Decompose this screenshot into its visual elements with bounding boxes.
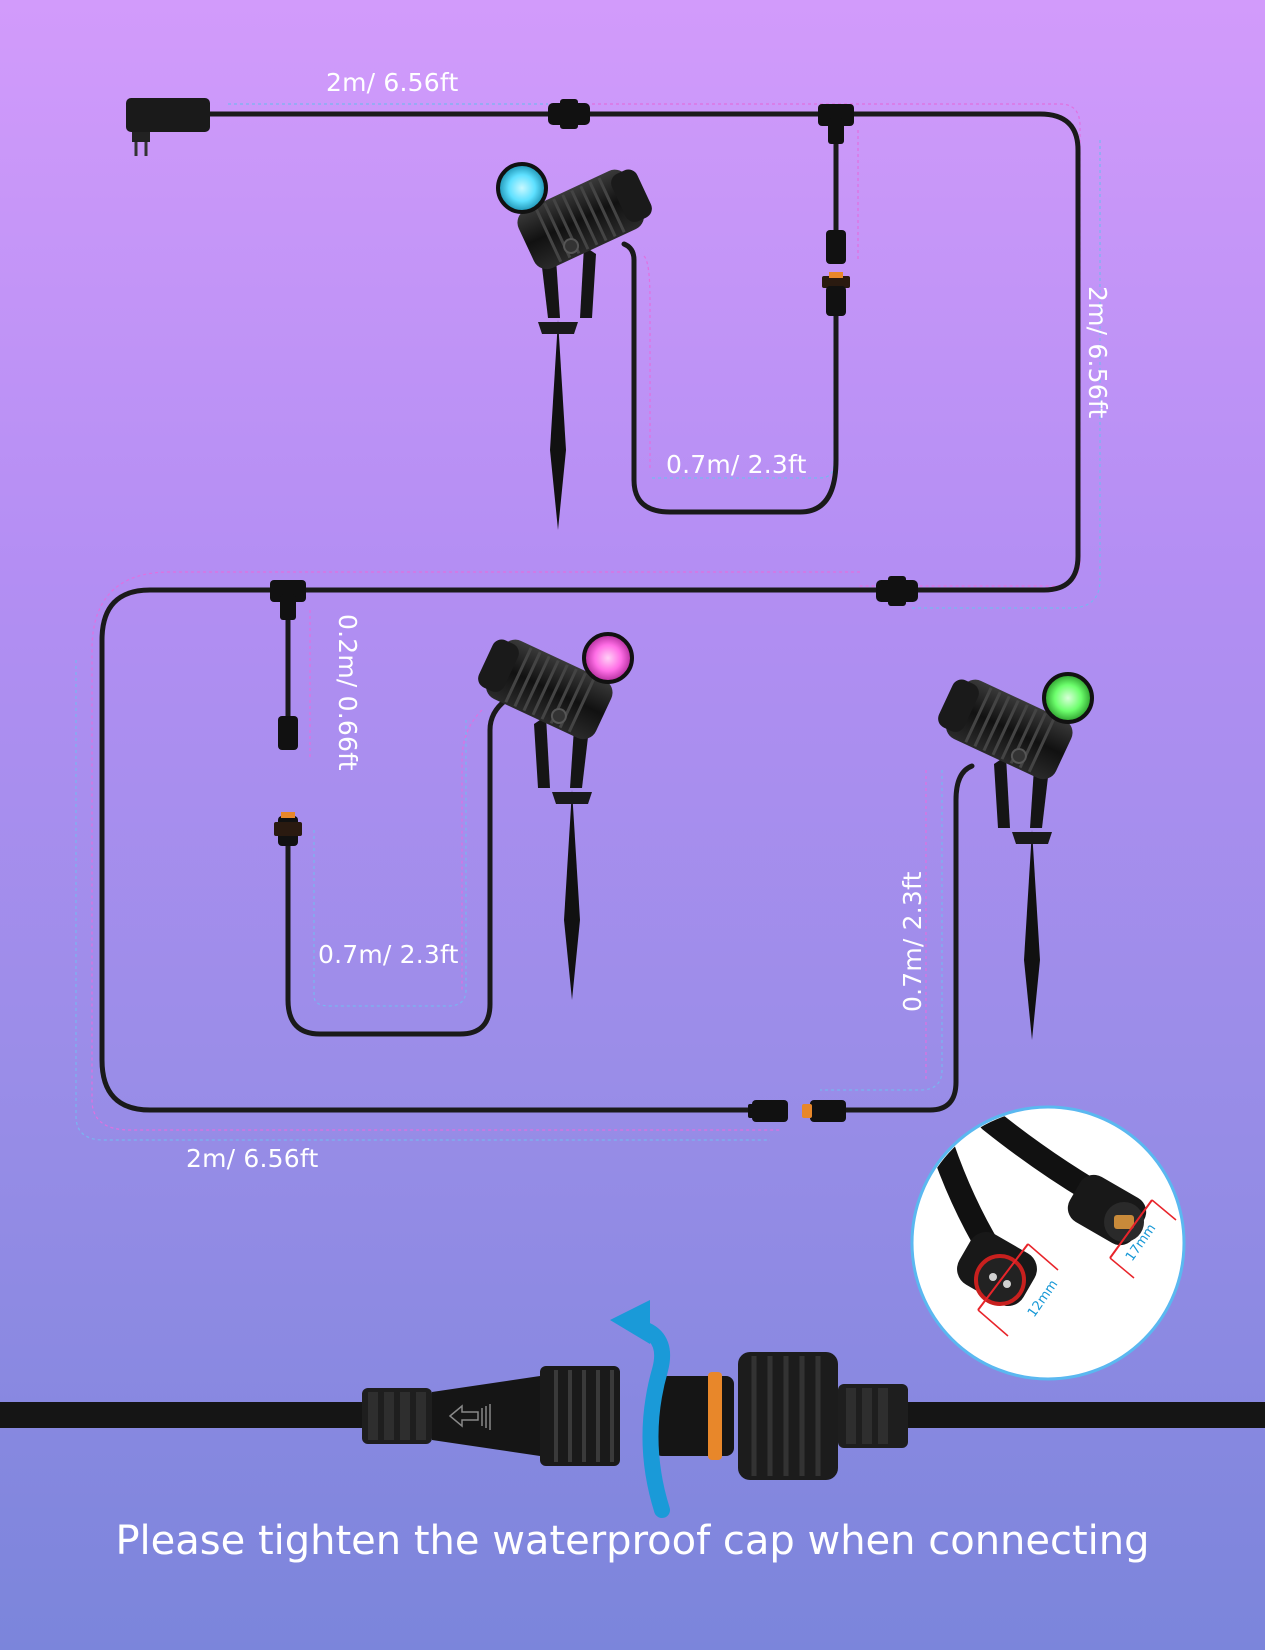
cables <box>99 111 1081 1113</box>
top-main-cable-length: 2m/ 6.56ft <box>326 68 459 97</box>
rotate-arrow-icon <box>638 1322 671 1518</box>
lamp3-lead-length: 0.7m/ 2.3ft <box>898 871 927 1012</box>
connectors <box>270 99 918 1122</box>
spotlight-3-icon <box>930 669 1094 1042</box>
right-main-cable-length: 2m/ 6.56ft <box>1083 286 1112 419</box>
lamp1-lead-length: 0.7m/ 2.3ft <box>666 450 807 479</box>
lamp2-lead-length: 0.7m/ 2.3ft <box>318 940 459 969</box>
spotlight-1-icon <box>496 159 660 532</box>
power-adapter-icon <box>126 98 210 156</box>
spotlight-2-icon <box>470 629 634 1002</box>
bottom-main-cable-length: 2m/ 6.56ft <box>186 1144 319 1173</box>
waterproof-cap-instruction: Please tighten the waterproof cap when c… <box>115 1518 1150 1564</box>
short-branch-length: 0.2m/ 0.66ft <box>333 614 362 771</box>
waterproof-connector-illustration <box>0 1300 1265 1518</box>
connector-closeup-inset: 12mm 17mm <box>910 1105 1186 1381</box>
